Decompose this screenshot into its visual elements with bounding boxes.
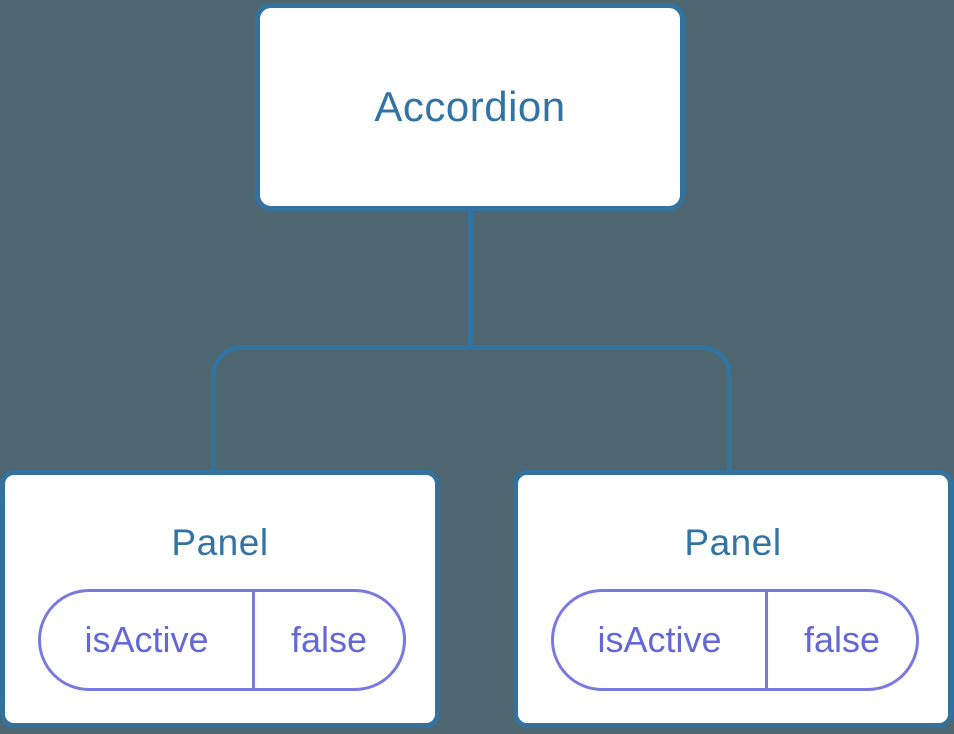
accordion-node-label: Accordion	[374, 83, 566, 130]
connector-stem	[468, 210, 473, 348]
panel-1-state-key: isActive	[84, 619, 209, 660]
node-panel-2: Panel isActive false	[513, 470, 953, 728]
node-accordion: Accordion	[255, 3, 685, 211]
connector-branch	[211, 345, 732, 470]
panel-1-state-pill: isActive false	[38, 589, 406, 691]
panel-2-state-key: isActive	[597, 619, 722, 660]
panel-2-state-value: false	[765, 592, 916, 688]
panel-1-node-label: Panel	[171, 522, 269, 563]
panel-2-node-label: Panel	[684, 522, 782, 563]
panel-2-state-pill: isActive false	[551, 589, 919, 691]
panel-1-state-value: false	[252, 592, 403, 688]
node-panel-1: Panel isActive false	[0, 470, 440, 728]
